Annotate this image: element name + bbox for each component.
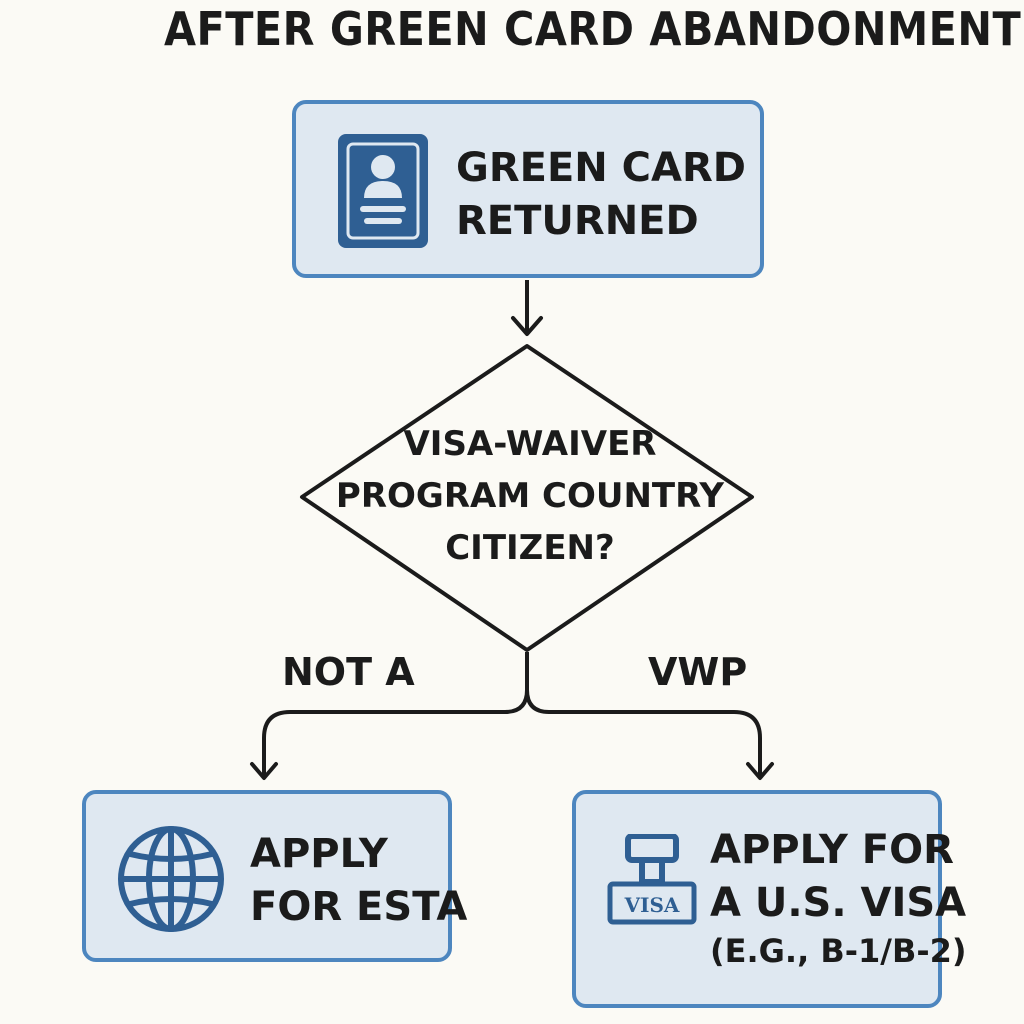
decision-line-2: PROGRAM COUNTRY [335,476,725,517]
branch-label-left: NOT A [282,650,415,694]
start-line-2: RETURNED [456,198,699,245]
visa-node-label: APPLY FOR A U.S. VISA (E.G., B-1/B-2) [710,824,967,973]
esta-line-2: FOR ESTA [250,884,468,931]
branch-label-right: VWP [648,650,748,694]
esta-node-label: APPLY FOR ESTA [250,828,467,934]
id-card-icon [338,134,428,248]
arrowhead-left [250,762,278,780]
visa-line-2: A U.S. VISA [710,880,967,927]
globe-icon [118,826,224,932]
connector-decision-to-left [262,652,529,776]
arrowhead-right [746,762,774,780]
visa-stamp-icon: VISA [607,834,697,925]
visa-line-3: (E.G., B-1/B-2) [710,932,967,971]
arrowhead-decision [511,316,543,336]
decision-line-1: VISA-WAIVER [403,424,657,464]
visa-line-1: APPLY FOR [710,827,954,873]
start-node-box: GREEN CARD RETURNED [292,100,764,278]
visa-stamp-text: VISA [624,893,680,917]
start-node-label: GREEN CARD RETURNED [456,142,746,248]
decision-diamond [300,344,754,652]
decision-label: VISA-WAIVER PROGRAM COUNTRY CITIZEN? [330,418,730,574]
start-line-1: GREEN CARD [456,145,746,191]
esta-line-1: APPLY [250,831,388,877]
visa-node-box: VISA APPLY FOR A U.S. VISA (E.G., B-1/B-… [572,790,967,1008]
esta-node-box: APPLY FOR ESTA [82,790,467,962]
connector-decision-to-right [525,689,762,776]
decision-line-3: CITIZEN? [445,528,615,569]
diagram-title: AFTER GREEN CARD ABANDONMENT [164,2,1022,56]
